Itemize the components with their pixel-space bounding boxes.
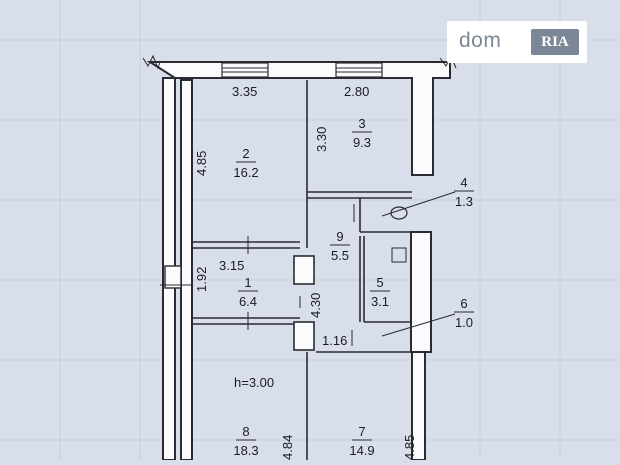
dimension-1-92: 1.92 — [194, 267, 209, 292]
room-labels: 2 16.2 3 9.3 4 1.3 9 5.5 5 3.1 1 6.4 6 1… — [233, 116, 474, 458]
room-9-number: 9 — [336, 229, 343, 244]
dimension-3-15: 3.15 — [219, 258, 244, 273]
dimension-1-16: 1.16 — [322, 333, 347, 348]
room-1-area: 6.4 — [239, 294, 257, 309]
room-4-area: 1.3 — [455, 194, 473, 209]
right-column — [410, 231, 432, 353]
room-3-number: 3 — [358, 116, 365, 131]
room-8-area: 18.3 — [233, 443, 258, 458]
dimension-4-85-bottom: 4.85 — [402, 435, 417, 460]
ceiling-height: h=3.00 — [234, 375, 274, 390]
leader-room-6 — [381, 313, 456, 337]
watermark-brand: dom — [459, 29, 502, 52]
room-2-number: 2 — [242, 146, 249, 161]
walls — [142, 54, 457, 461]
room-7-area: 14.9 — [349, 443, 374, 458]
room-5-area: 3.1 — [371, 294, 389, 309]
room-6-area: 1.0 — [455, 315, 473, 330]
left-inner-wall — [180, 79, 193, 461]
window-left — [221, 62, 269, 78]
room-2-area: 16.2 — [233, 165, 258, 180]
dimension-3-30: 3.30 — [314, 127, 329, 152]
room-9-area: 5.5 — [331, 248, 349, 263]
dimension-3-35: 3.35 — [232, 84, 257, 99]
partitions — [160, 80, 456, 460]
leader-room-4 — [381, 191, 456, 217]
room-6-number: 6 — [460, 296, 467, 311]
dimension-2-80: 2.80 — [344, 84, 369, 99]
room-5-number: 5 — [376, 275, 383, 290]
dimension-4-30: 4.30 — [308, 293, 323, 318]
top-wall — [146, 61, 451, 176]
room-8-number: 8 — [242, 424, 249, 439]
dimension-4-85-left: 4.85 — [194, 151, 209, 176]
window-right — [335, 62, 383, 78]
room-7-number: 7 — [358, 424, 365, 439]
room-1-number: 1 — [244, 275, 251, 290]
dimension-labels: 3.35 2.80 4.85 3.30 3.15 1.92 4.30 1.16 … — [194, 84, 417, 460]
room-4-number: 4 — [460, 175, 467, 190]
dom-ria-watermark: dom RIA — [447, 21, 587, 63]
room-3-area: 9.3 — [353, 135, 371, 150]
watermark-badge: RIA — [531, 29, 579, 55]
dimension-4-84: 4.84 — [280, 435, 295, 460]
